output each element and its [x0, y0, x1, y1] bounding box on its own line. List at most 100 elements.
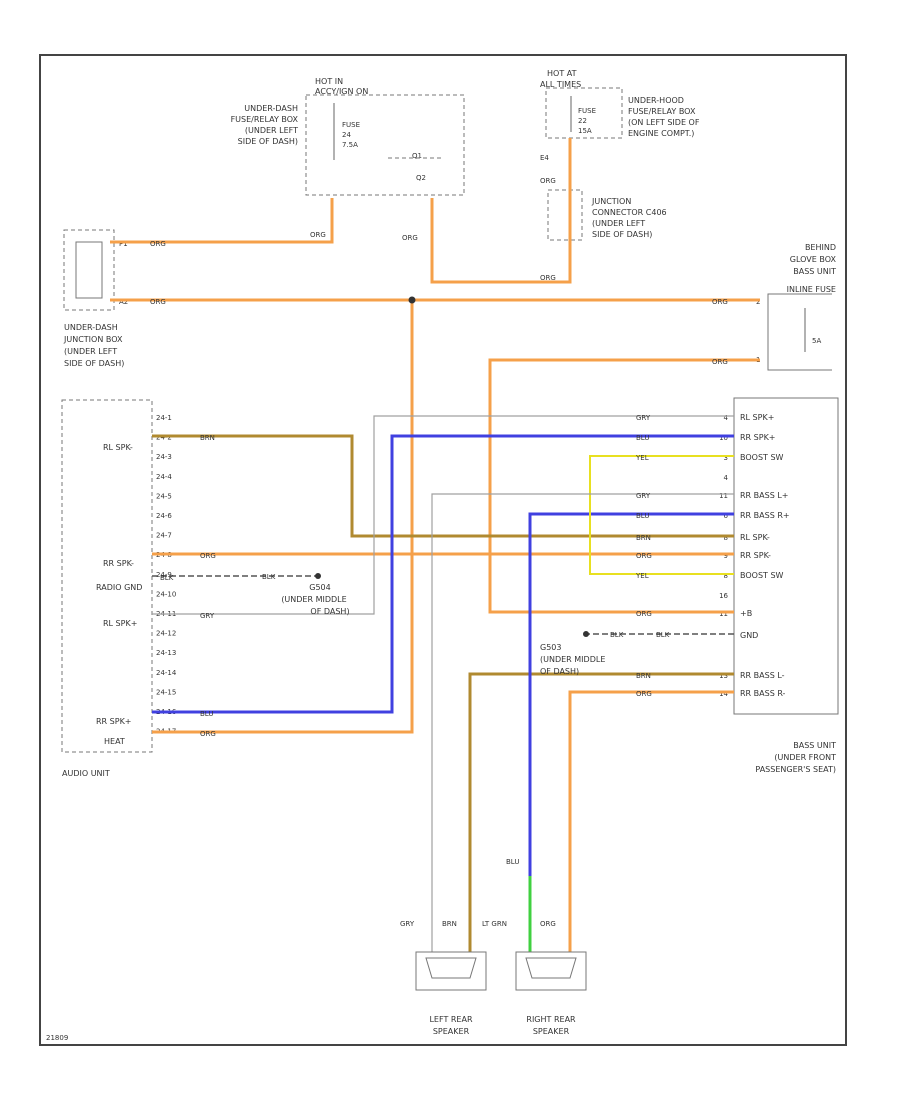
glove-box-fuse-amps: 5A — [812, 337, 821, 345]
audio-pin-4: 24-4 — [156, 473, 172, 481]
wire-label-gry-left-speaker: GRY — [400, 920, 415, 928]
wire-label-org-e4: ORG — [540, 177, 556, 185]
audio-pin-5: 24-5 — [156, 492, 172, 500]
fuse-box-1: HOT IN ACCY/IGN ON FUSE 24 7.5A Q1 Q2 UN… — [231, 77, 465, 196]
fuse-2-location-3: (ON LEFT SIDE OF — [628, 118, 700, 127]
wire-label-org-junction: ORG — [540, 274, 556, 282]
wire-label-blu-bass-10: BLU — [636, 434, 649, 442]
wire-gry-rl-plus — [152, 415, 734, 615]
wire-label-org-24-8: ORG — [200, 552, 216, 560]
audio-unit: 24-124-224-324-424-524-624-724-824-924-1… — [61, 399, 177, 778]
wire-blu-rr-plus — [152, 434, 734, 714]
junction-box-location-4: SIDE OF DASH) — [64, 359, 124, 368]
junction-box-location-2: JUNCTION BOX — [63, 335, 123, 344]
bass-pin-7: 8 — [724, 534, 728, 542]
wire-label-yel-bass-3: YEL — [635, 454, 649, 462]
wire-label-yel-bass-8: YEL — [635, 572, 649, 580]
wire-label-gry-bass-11: GRY — [636, 492, 651, 500]
fuse-1-location-1: UNDER-DASH — [244, 104, 298, 113]
wire-brn-rl-minus — [152, 434, 734, 538]
wire-label-org-q1: ORG — [310, 231, 326, 239]
ground-1-label-1: G504 — [309, 583, 330, 592]
bass-row-label-2: RR SPK+ — [740, 433, 776, 442]
audio-unit-label: AUDIO UNIT — [62, 769, 110, 778]
glove-box-location-1: BEHIND — [805, 243, 836, 252]
junction-box: P1 A2 UNDER-DASH JUNCTION BOX (UNDER LEF… — [63, 229, 128, 368]
wire-label-blk-24-9: BLK — [160, 574, 174, 582]
right-speaker-label-1: RIGHT REAR — [526, 1015, 576, 1024]
audio-label-radio-gnd: RADIO GND — [96, 583, 142, 592]
audio-pin-6: 24-6 — [156, 512, 172, 520]
wire-label-brn-24-2: BRN — [200, 434, 215, 442]
junction-connector: E4 JUNCTION CONNECTOR C406 (UNDER LEFT S… — [540, 154, 667, 241]
bass-row-label-8: RR SPK- — [740, 551, 771, 560]
glove-box-location-3: BASS UNIT — [793, 267, 836, 276]
wire-label-blk-bass-gnd: BLK — [656, 631, 670, 639]
bass-pin-4: 4 — [724, 474, 729, 482]
bass-row-label-5: RR BASS L+ — [740, 491, 788, 500]
junction-box-pin-1: P1 — [119, 240, 128, 248]
wire-label-blu-bass-6: BLU — [636, 512, 649, 520]
wire-org-splice-audio — [152, 300, 414, 734]
audio-pin-3: 24-3 — [156, 453, 172, 461]
audio-pin-13: 24-13 — [156, 649, 176, 657]
fuse-2-fuse-number: 22 — [578, 117, 587, 125]
fuse-1-fuse-label: FUSE — [342, 121, 360, 129]
bass-pin-2: 10 — [719, 434, 728, 442]
bass-row-label-14: RR BASS R- — [740, 689, 786, 698]
wire-labels: ORG ORG ORG ORG ORG ORG ORG ORG BRN ORG … — [150, 177, 728, 928]
fuse-1-fuse-number: 24 — [342, 131, 351, 139]
ground-g504: BLK G504 (UNDER MIDDLE OF DASH) — [262, 573, 350, 616]
diagram-frame — [39, 54, 847, 1046]
audio-pin-9: 24-9 — [156, 571, 172, 579]
right-speaker-label-2: SPEAKER — [533, 1027, 570, 1036]
wire-label-gry-bass-4: GRY — [636, 414, 651, 422]
fuse-2-fuse-amps: 15A — [578, 127, 592, 135]
glove-box-fuse-title: INLINE FUSE — [787, 285, 836, 294]
fuse-2-fuse-label: FUSE — [578, 107, 596, 115]
ground-2-label-3: OF DASH) — [540, 667, 579, 676]
audio-label-rr-spk-plus: RR SPK+ — [96, 717, 132, 726]
wire-org-p1 — [110, 198, 334, 244]
glove-box-fuse: BEHIND GLOVE BOX BASS UNIT INLINE FUSE 5… — [756, 243, 837, 371]
glove-box-pin-1: 2 — [756, 298, 760, 306]
ground-1-wire: BLK — [262, 573, 276, 581]
junction-connector-location-1: JUNCTION — [591, 197, 631, 206]
wire-label-org-q2: ORG — [402, 234, 418, 242]
bass-pin-1: 4 — [724, 414, 729, 422]
ground-1-label-3: OF DASH) — [310, 607, 349, 616]
wire-label-org-a2: ORG — [150, 298, 166, 306]
wire-label-org-p1: ORG — [150, 240, 166, 248]
wire-label-org-bass-14: ORG — [636, 690, 652, 698]
wire-label-brn-bass-8: BRN — [636, 534, 651, 542]
audio-pin-10: 24-10 — [156, 590, 176, 598]
ground-g503: BLK G503 (UNDER MIDDLE OF DASH) — [540, 631, 624, 676]
junction-box-pin-2: A2 — [119, 298, 128, 306]
audio-label-heat: HEAT — [104, 737, 125, 746]
bass-pin-5: 11 — [719, 492, 728, 500]
wire-label-org-bass-9: ORG — [636, 552, 652, 560]
fuse-1-pin-top: Q1 — [412, 152, 422, 160]
wire-gry-left-speaker — [431, 493, 734, 952]
bass-pin-10: 16 — [719, 592, 728, 600]
fuse-2-hot-line2: ALL TIMES — [540, 80, 581, 89]
bass-row-label-1: RL SPK+ — [740, 413, 774, 422]
fuse-1-location-3: (UNDER LEFT — [245, 126, 298, 135]
wires — [110, 138, 760, 952]
audio-pin-15: 24-15 — [156, 688, 176, 696]
audio-pin-12: 24-12 — [156, 630, 176, 638]
left-speaker-label-2: SPEAKER — [433, 1027, 470, 1036]
bass-pin-11: 11 — [719, 610, 728, 618]
bass-unit-label-2: (UNDER FRONT — [774, 753, 836, 762]
wire-label-org-bass-b: ORG — [636, 610, 652, 618]
junction-box-location-3: (UNDER LEFT — [64, 347, 117, 356]
audio-pin-1: 24-1 — [156, 414, 172, 422]
wire-label-org-glove-2: ORG — [712, 298, 728, 306]
fuse-1-hot-line2: ACCY/IGN ON — [315, 87, 368, 96]
wire-yel-boost — [589, 455, 734, 575]
wire-org-right-speaker — [568, 690, 734, 952]
ground-2-label-1: G503 — [540, 643, 561, 652]
